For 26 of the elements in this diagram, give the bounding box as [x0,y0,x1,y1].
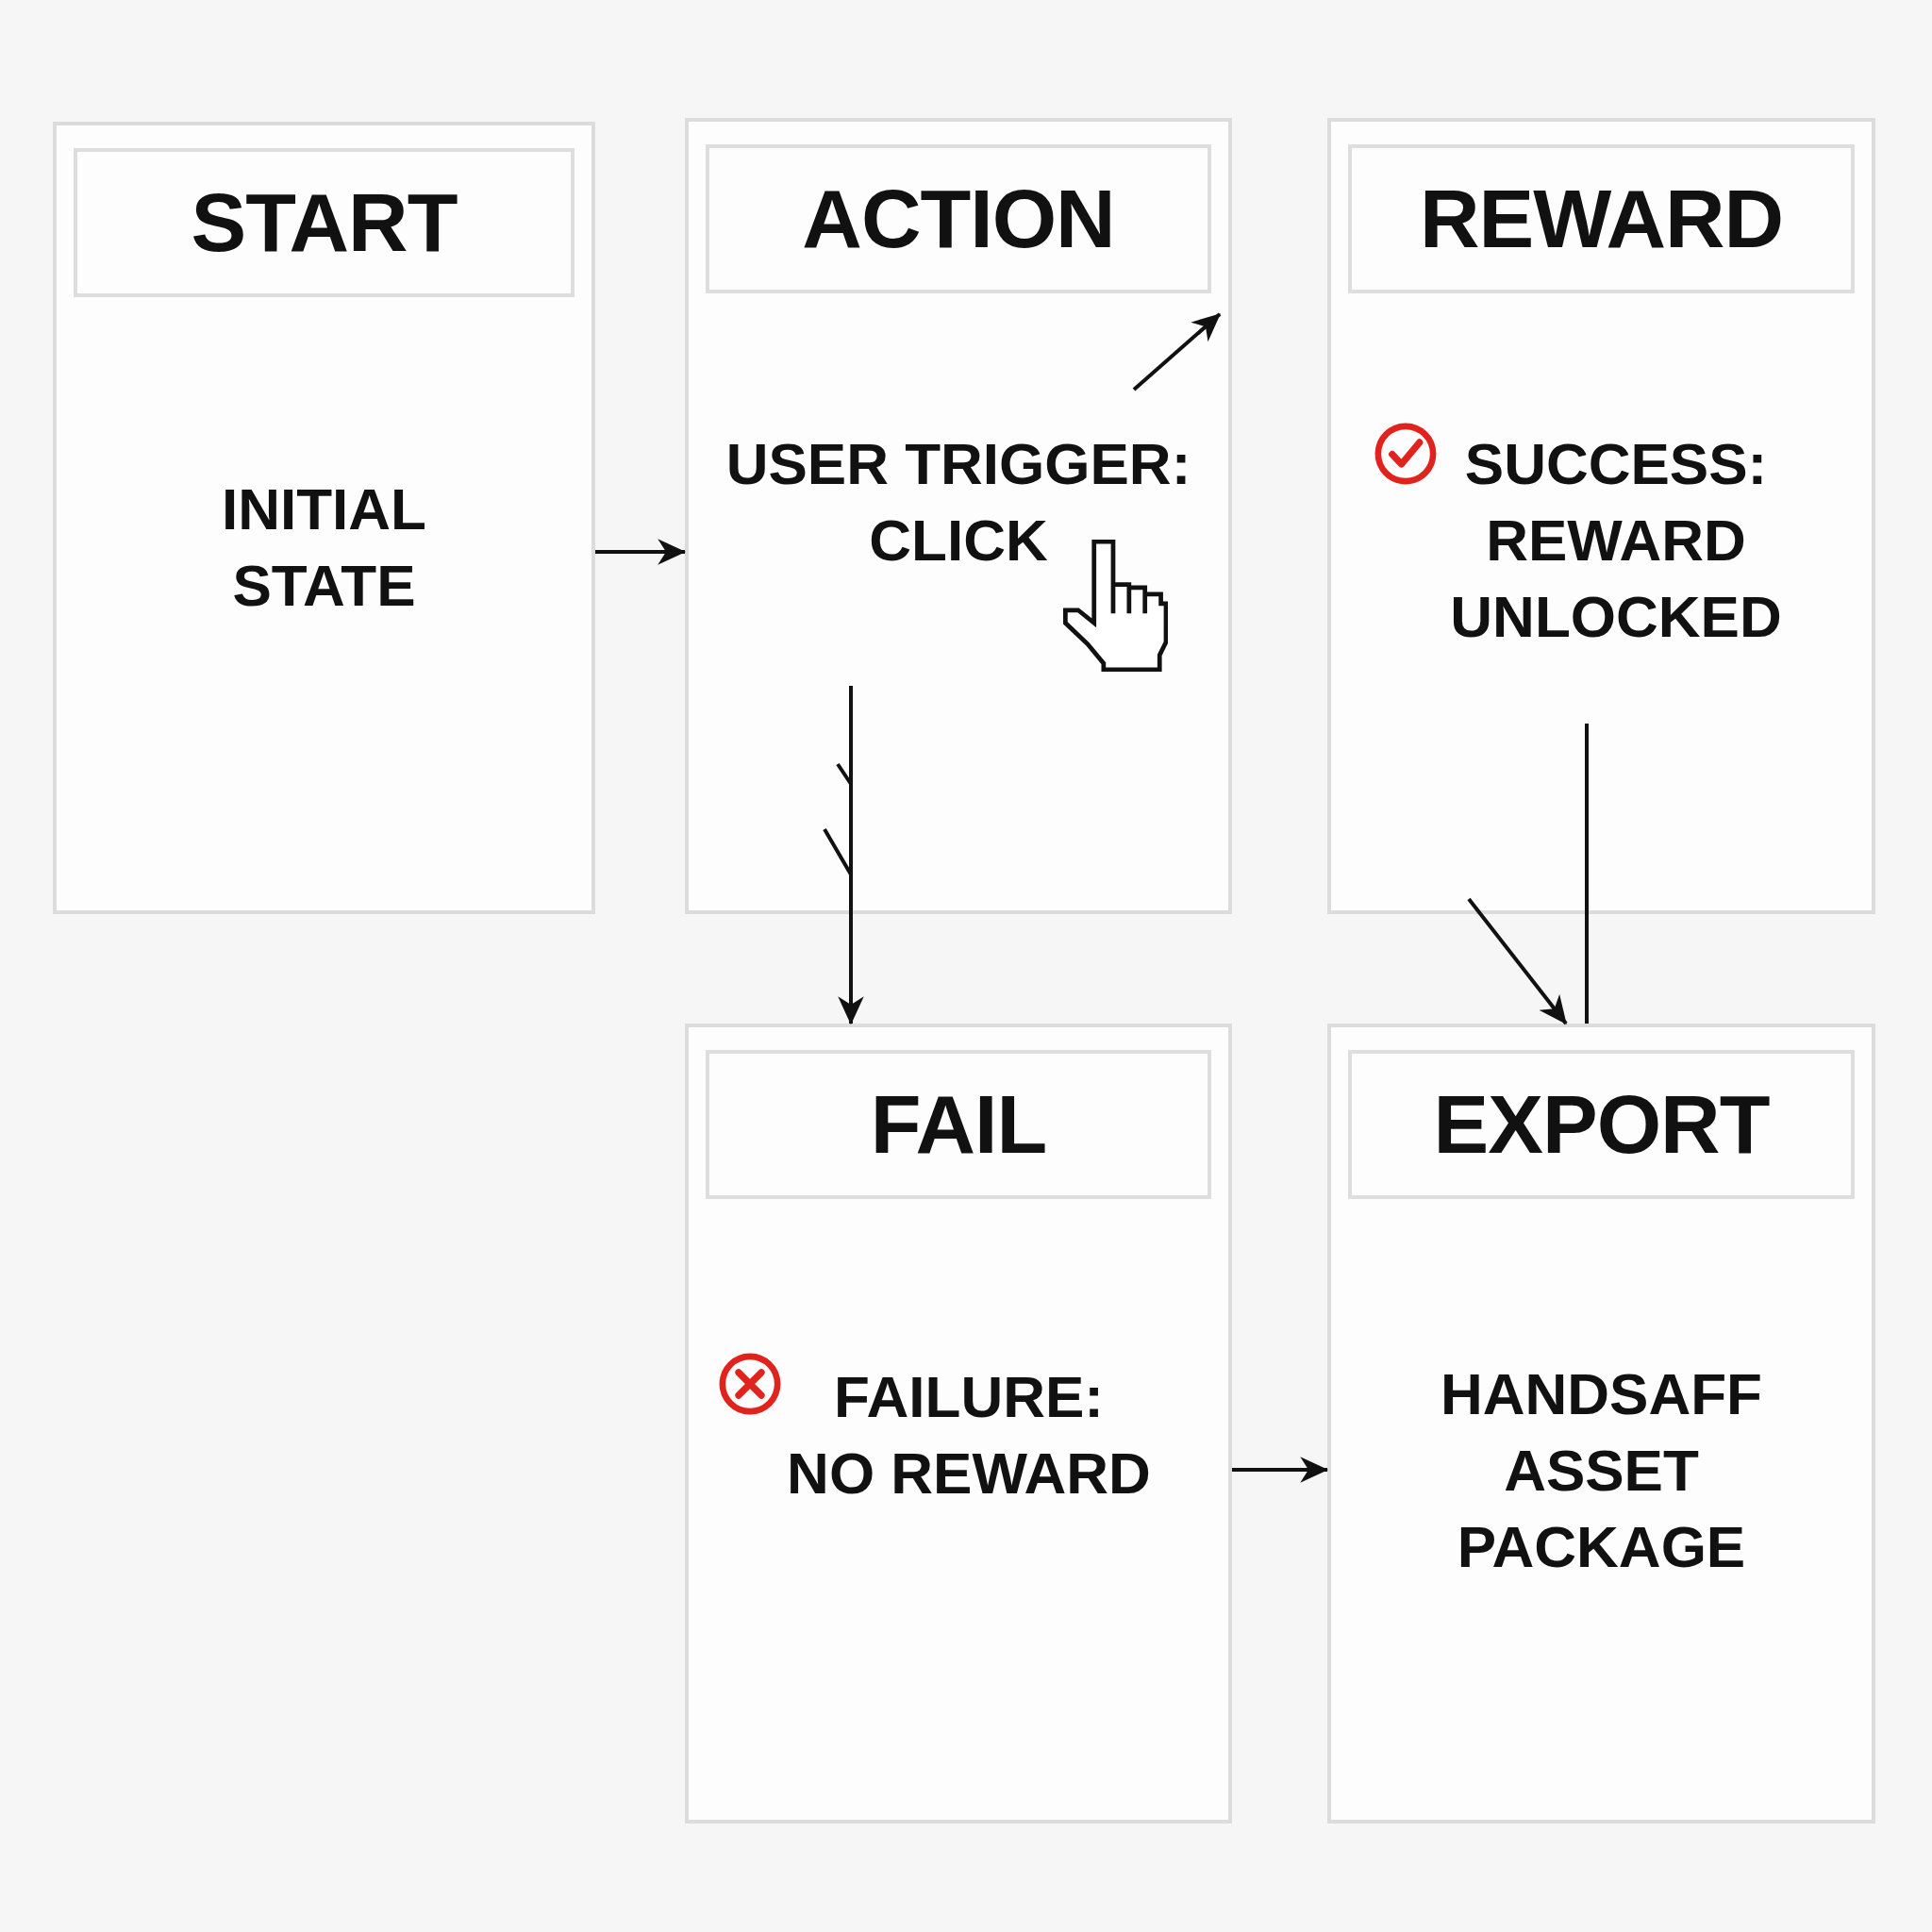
header-box [706,1050,1211,1199]
step-description: USER TRIGGER: CLICK [724,430,1192,575]
step-description: INITIAL STATE [221,475,427,620]
connector-line [1585,724,1589,1024]
step-title: EXPORT [1433,1083,1770,1166]
step-description: HANDSAFF ASSET PACKAGE [1440,1360,1763,1581]
step-description: FAILURE: NO REWARD [787,1363,1151,1507]
arrow [1232,1457,1329,1483]
step-panel [685,1024,1232,1824]
step-panel [1327,1024,1875,1824]
step-title: ACTION [802,177,1115,260]
header-box [1348,144,1855,293]
step-panel [53,122,595,914]
arrow [1467,897,1568,1025]
arrow [595,539,687,565]
step-title: REWARD [1419,177,1784,260]
step-title: START [191,181,458,264]
step-title: FAIL [870,1083,1047,1166]
step-panel [1327,118,1875,914]
arrow [1132,312,1222,391]
header-box [1348,1050,1855,1199]
step-description: SUCCESS: REWARD UNLOCKED [1449,430,1783,651]
header-box [74,148,575,297]
step-panel [685,118,1232,914]
header-box [706,144,1211,293]
arrow [823,684,864,1025]
